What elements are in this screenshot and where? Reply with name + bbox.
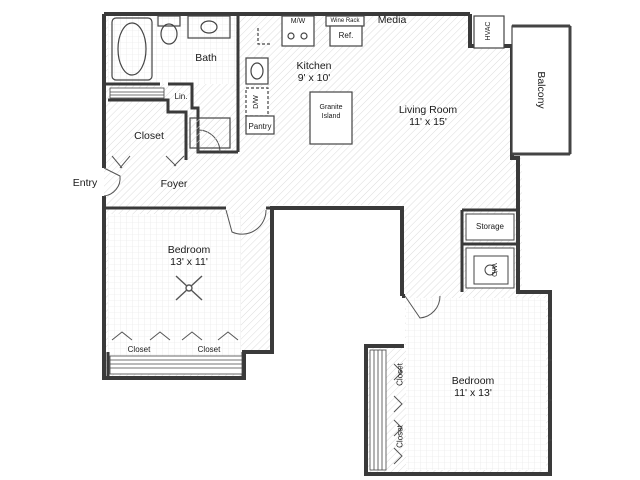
label-bedroom-1: Bedroom xyxy=(167,244,211,256)
label-closet-b1-left: Closet xyxy=(127,345,151,354)
interior-walls xyxy=(106,14,518,378)
label-living-room: Living Room xyxy=(398,104,458,116)
label-dw: D/W xyxy=(253,95,260,109)
label-living-room-dim: 11' x 15' xyxy=(409,116,447,128)
label-closet-b1-right: Closet xyxy=(197,345,221,354)
bath-fixtures xyxy=(111,15,231,149)
label-closet-b2-bottom: Closet xyxy=(395,425,405,448)
label-mw: M/W xyxy=(290,18,306,25)
label-bedroom-2-dim: 11' x 13' xyxy=(454,387,492,399)
label-foyer: Foyer xyxy=(160,178,188,190)
label-bedroom-1-dim: 13' x 11' xyxy=(170,256,208,268)
label-island: Island xyxy=(321,113,341,120)
label-kitchen: Kitchen xyxy=(296,60,332,72)
label-bath: Bath xyxy=(195,52,217,64)
label-wine-rack: Wine Rack xyxy=(330,18,360,24)
label-media: Media xyxy=(377,14,407,26)
label-hvac: HVAC xyxy=(485,21,492,41)
label-pantry: Pantry xyxy=(248,122,272,131)
label-closet-b2-top: Closet xyxy=(395,363,405,386)
label-wd: W/D xyxy=(490,263,497,277)
closet-strips xyxy=(109,87,387,471)
label-granite: Granite xyxy=(319,104,343,111)
label-kitchen-dim: 9' x 10' xyxy=(297,72,331,84)
label-storage: Storage xyxy=(475,222,505,231)
label-balcony: Balcony xyxy=(535,71,547,109)
windows xyxy=(548,317,552,441)
label-linen: Lin. xyxy=(174,92,188,101)
utility-closets xyxy=(465,213,515,289)
balcony xyxy=(511,24,572,156)
label-closet-foyer: Closet xyxy=(134,130,164,142)
ceiling-fan-icon xyxy=(175,275,203,301)
label-ref: Ref. xyxy=(338,31,354,40)
label-bedroom-2: Bedroom xyxy=(451,375,495,387)
label-entry: Entry xyxy=(72,177,98,189)
kitchen-fixtures xyxy=(245,15,505,145)
